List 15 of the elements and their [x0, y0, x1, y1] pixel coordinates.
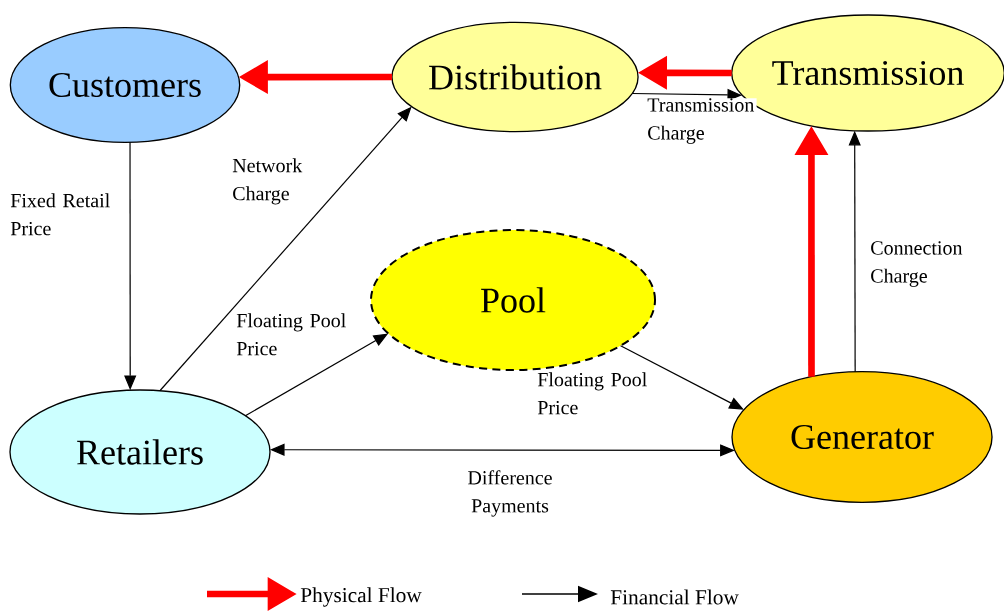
edge-label: Connection Charge — [870, 241, 976, 287]
ellipse-node: Generator — [731, 371, 993, 503]
legend-label: Physical Flow — [300, 587, 422, 607]
ellipse-node: Distribution — [391, 21, 639, 133]
edge-label: Network Charge — [232, 158, 307, 205]
edge-label: Fixed Retail Price — [10, 193, 123, 236]
edge-label: Floating Pool Price — [537, 372, 650, 415]
ellipse-node: Pool — [370, 229, 656, 371]
ellipse-node: Customers — [9, 27, 241, 143]
ellipse-node: Retailers — [9, 389, 271, 515]
edge-label: Difference Payments — [455, 470, 565, 517]
legend-label: Financial Flow — [610, 589, 739, 605]
arrow — [620, 345, 744, 410]
edge-label: Transmission Charge — [647, 98, 757, 144]
edge-label: Floating Pool Price — [236, 313, 349, 356]
